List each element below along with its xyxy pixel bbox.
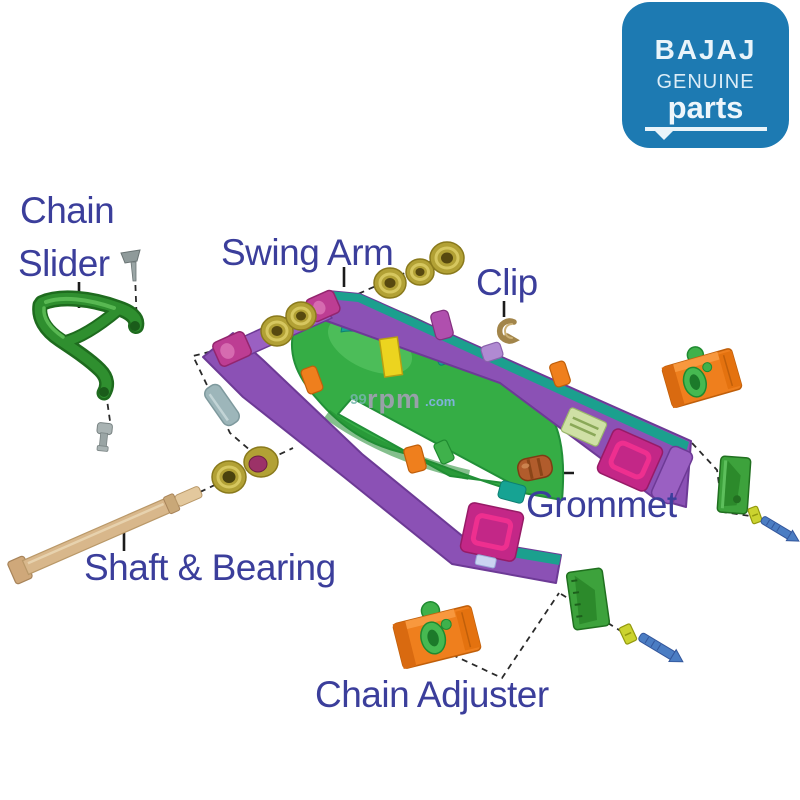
label-shaft-bearing: Shaft & Bearing: [84, 547, 336, 588]
bearing-left: [211, 460, 247, 494]
svg-text:.com: .com: [425, 394, 455, 409]
info-sticker: [560, 407, 608, 447]
label-chain-slider-line2: Slider: [18, 243, 110, 284]
pivot-shaft: [7, 486, 203, 585]
adjuster-nut-bottom: [618, 623, 638, 645]
clip-part: [496, 318, 520, 344]
chain-adjuster-upper: [661, 346, 743, 409]
label-clip: Clip: [476, 262, 538, 303]
logo-underline-arrow: [644, 126, 767, 140]
label-grommet: Grommet: [526, 484, 677, 525]
watermark: 99 rpm .com: [350, 384, 455, 414]
logo-parts-text: parts: [667, 90, 744, 125]
chain-slider-part: [32, 290, 145, 401]
chain-adjuster-lower: [392, 601, 482, 669]
adjuster-bolt-right: [760, 516, 800, 542]
slider-screw-top: [120, 249, 141, 282]
spacer-sleeve: [204, 383, 240, 427]
svg-text:99: 99: [350, 391, 367, 408]
logo-genuine-text: GENUINE: [656, 71, 755, 93]
adjuster-bolt-bottom: [638, 632, 684, 663]
bushings: [260, 241, 465, 347]
bearing-right: [243, 446, 279, 478]
logo-brand-text: BAJAJ: [654, 34, 757, 65]
label-chain-slider-line1: Chain: [20, 190, 115, 231]
swing-arm-part: [202, 289, 694, 584]
svg-text:rpm: rpm: [367, 384, 421, 414]
adjuster-plate-bottom: [565, 567, 611, 631]
yellow-sticker: [378, 336, 404, 378]
grommet-part: [517, 454, 553, 482]
label-swing-arm: Swing Arm: [221, 232, 394, 273]
bajaj-genuine-parts-logo: BAJAJ GENUINE parts: [622, 2, 789, 148]
label-chain-adjuster: Chain Adjuster: [315, 674, 549, 715]
adjuster-nut-right: [747, 505, 763, 525]
adjuster-plate-right: [716, 455, 752, 515]
slider-screw-bottom: [96, 422, 113, 452]
